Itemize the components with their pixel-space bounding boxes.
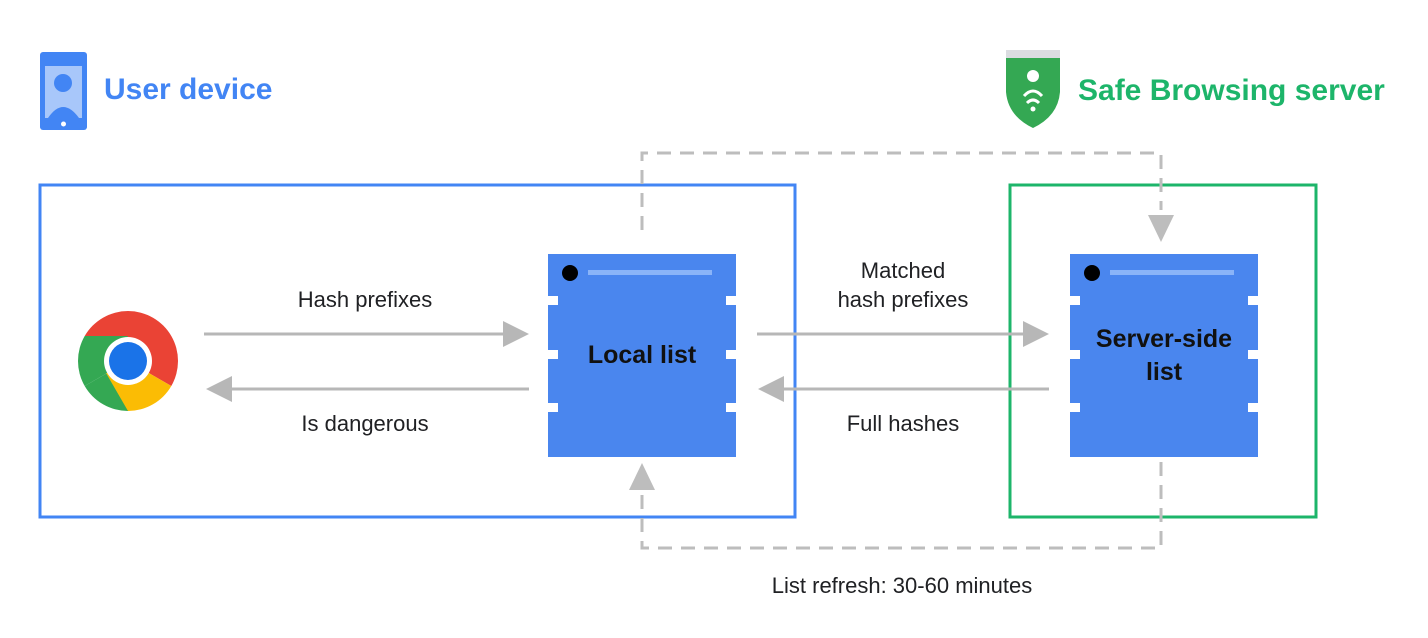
server-list-node (1070, 254, 1258, 457)
refresh-label: List refresh: 30-60 minutes (771, 573, 1033, 598)
arrow-hash-prefixes (204, 321, 529, 347)
local-list-label: Local list (587, 341, 697, 369)
chrome-logo-icon (78, 311, 178, 411)
server-frame (1008, 183, 1318, 519)
user-device-title: User device (104, 73, 273, 106)
matched-label-line1: Matched (860, 258, 946, 283)
arrow-is-dangerous (206, 376, 529, 402)
arrow-full-hashes (758, 376, 1049, 402)
phone-user-icon (40, 52, 87, 130)
hash-prefixes-label: Hash prefixes (297, 287, 433, 312)
shield-wifi-icon (1006, 50, 1060, 128)
user-device-frame (38, 183, 797, 519)
refresh-arrowhead-up (629, 463, 655, 490)
local-list-node (548, 254, 736, 457)
matched-label-line2: hash prefixes (837, 287, 969, 312)
refresh-loop (640, 151, 1163, 550)
refresh-arrowhead-down (1148, 215, 1174, 242)
server-list-label-line2: list (1145, 358, 1183, 386)
arrow-matched-prefixes (757, 321, 1049, 347)
full-hashes-label: Full hashes (846, 411, 960, 436)
is-dangerous-label: Is dangerous (301, 411, 429, 436)
server-list-label-line1: Server-side (1095, 325, 1233, 353)
server-title: Safe Browsing server (1078, 74, 1385, 107)
